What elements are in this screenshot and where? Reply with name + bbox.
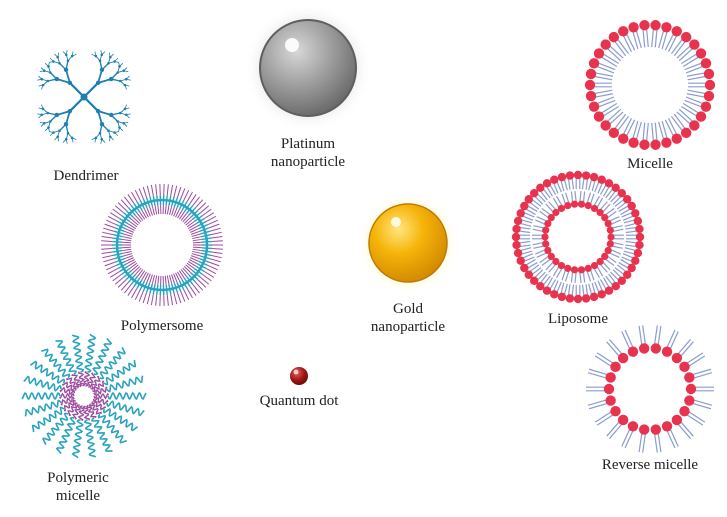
reverse-micelle-icon [586, 325, 714, 453]
dendrimer-label: Dendrimer [53, 168, 119, 184]
quantum-dot-label: Quantum dot [259, 393, 339, 409]
polymeric-micelle-icon [21, 333, 147, 459]
reverse-micelle-label: Reverse micelle [601, 457, 699, 473]
liposome-icon [511, 170, 645, 304]
dendrimer-icon [37, 50, 131, 144]
platinum-nanoparticle-icon [244, 4, 372, 132]
quantum-dot-icon [290, 367, 308, 385]
micelle-label: Micelle [627, 156, 673, 172]
platinum-nanoparticle-label: Platinum nanoparticle [270, 136, 346, 170]
polymeric-micelle-label: Polymeric micelle [47, 470, 109, 504]
liposome-label: Liposome [548, 311, 608, 327]
polymersome-label: Polymersome [120, 318, 204, 334]
gold-nanoparticle-icon [356, 191, 460, 295]
gold-nanoparticle-label: Gold nanoparticle [370, 301, 446, 335]
polymersome-icon [101, 184, 223, 306]
micelle-icon [584, 20, 716, 150]
